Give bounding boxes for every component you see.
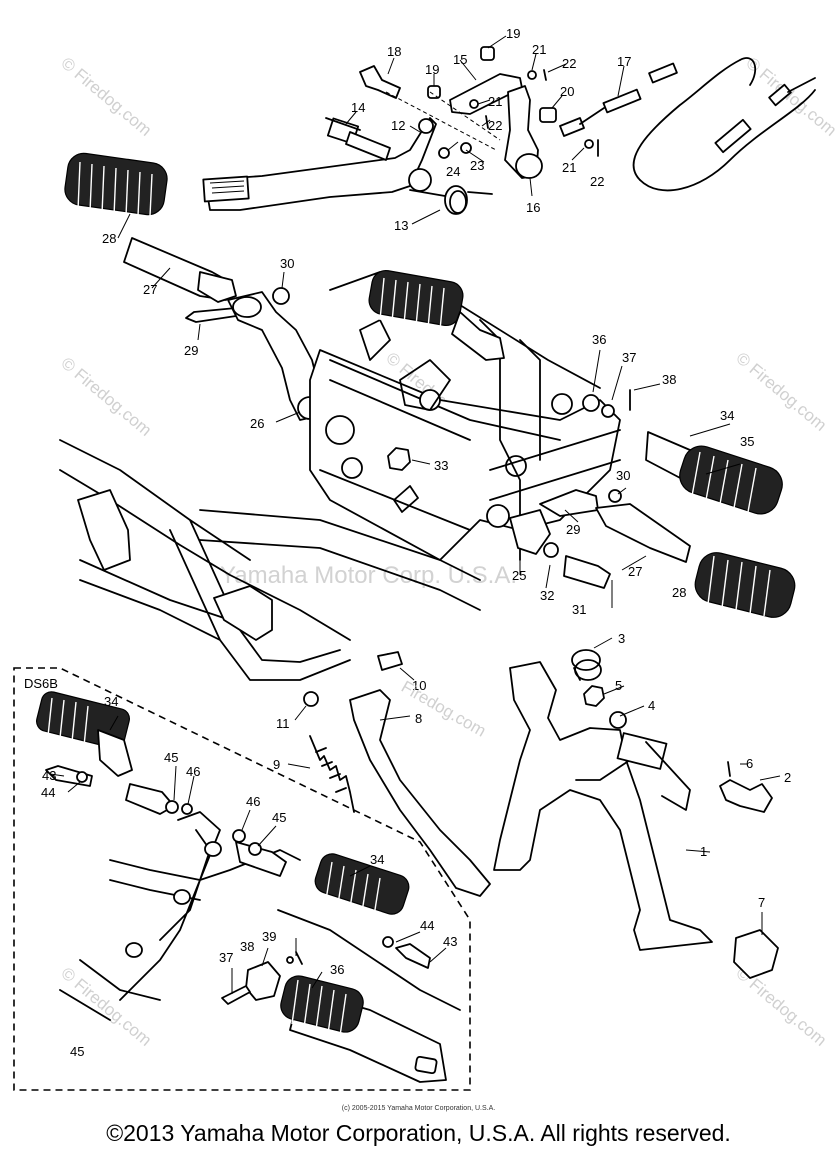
label-32: 32 bbox=[540, 588, 554, 603]
label-8: 8 bbox=[415, 711, 422, 726]
label-22a: 22 bbox=[562, 56, 576, 71]
label-26: 26 bbox=[250, 416, 264, 431]
label-23: 23 bbox=[470, 158, 484, 173]
label-43a: 43 bbox=[42, 768, 56, 783]
label-27b: 27 bbox=[628, 564, 642, 579]
label-29b: 29 bbox=[566, 522, 580, 537]
label-19b: 19 bbox=[506, 26, 520, 41]
rider-footrest-right bbox=[582, 389, 783, 515]
label-11: 11 bbox=[276, 716, 290, 731]
inset-note: 45 bbox=[70, 1044, 84, 1059]
watermark-center: Yamaha Motor Corp. U.S.A. bbox=[220, 562, 517, 589]
leader-lines bbox=[49, 35, 781, 994]
watermark-top-right: © Firedog.com bbox=[742, 54, 837, 140]
label-17: 17 bbox=[617, 54, 631, 69]
label-34c: 34 bbox=[370, 852, 384, 867]
watermark-mid-left: © Firedog.com bbox=[57, 354, 155, 440]
passenger-footrest-right bbox=[509, 489, 796, 618]
label-33: 33 bbox=[434, 458, 448, 473]
label-7: 7 bbox=[758, 895, 765, 910]
label-21a: 21 bbox=[532, 42, 546, 57]
label-19a: 19 bbox=[425, 62, 439, 77]
label-38a: 38 bbox=[662, 372, 676, 387]
label-12: 12 bbox=[391, 118, 405, 133]
label-16: 16 bbox=[526, 200, 540, 215]
label-45a: 45 bbox=[164, 750, 178, 765]
label-34a: 34 bbox=[720, 408, 734, 423]
center-stand bbox=[493, 649, 779, 979]
label-46b: 46 bbox=[246, 794, 260, 809]
label-6: 6 bbox=[746, 756, 753, 771]
label-30b: 30 bbox=[616, 468, 630, 483]
label-27a: 27 bbox=[143, 282, 157, 297]
label-36a: 36 bbox=[592, 332, 606, 347]
label-14: 14 bbox=[351, 100, 365, 115]
watermark-bottom-left: © Firedog.com bbox=[57, 964, 155, 1050]
inset-ds6b bbox=[13, 667, 471, 1091]
label-37b: 37 bbox=[219, 950, 233, 965]
label-44b: 44 bbox=[420, 918, 434, 933]
label-35: 35 bbox=[740, 434, 754, 449]
label-36b: 36 bbox=[330, 962, 344, 977]
label-21b: 21 bbox=[488, 94, 502, 109]
label-29a: 29 bbox=[184, 343, 198, 358]
watermark-inline: Firedog.com bbox=[398, 677, 489, 741]
label-5: 5 bbox=[615, 678, 622, 693]
label-15: 15 bbox=[453, 52, 467, 67]
watermark-mid-right: © Firedog.com bbox=[732, 349, 830, 435]
label-1: 1 bbox=[700, 844, 707, 859]
label-21c: 21 bbox=[562, 160, 576, 175]
label-30a: 30 bbox=[280, 256, 294, 271]
label-34b: 34 bbox=[104, 694, 118, 709]
label-18: 18 bbox=[387, 44, 401, 59]
label-2: 2 bbox=[784, 770, 791, 785]
label-44a: 44 bbox=[41, 785, 55, 800]
side-stand bbox=[303, 651, 491, 897]
label-9: 9 bbox=[273, 757, 280, 772]
rider-footrest-left bbox=[64, 152, 237, 303]
label-45b: 45 bbox=[272, 810, 286, 825]
label-43b: 43 bbox=[443, 934, 457, 949]
label-31: 31 bbox=[572, 602, 586, 617]
label-46a: 46 bbox=[186, 764, 200, 779]
label-13: 13 bbox=[394, 218, 408, 233]
label-24: 24 bbox=[446, 164, 460, 179]
label-25: 25 bbox=[512, 568, 526, 583]
small-copyright: (c) 2005-2015 Yamaha Motor Corporation, … bbox=[341, 1105, 496, 1112]
label-37a: 37 bbox=[622, 350, 636, 365]
copyright-notice: ©2013 Yamaha Motor Corporation, U.S.A. A… bbox=[106, 1120, 731, 1146]
label-4: 4 bbox=[648, 698, 655, 713]
label-22c: 22 bbox=[590, 174, 604, 189]
frame bbox=[59, 269, 621, 681]
label-10: 10 bbox=[412, 678, 426, 693]
footrest-bracket-26 bbox=[227, 291, 323, 421]
label-39: 39 bbox=[262, 929, 276, 944]
label-3: 3 bbox=[618, 631, 625, 646]
label-28b: 28 bbox=[672, 585, 686, 600]
brake-cable bbox=[579, 57, 816, 192]
label-38b: 38 bbox=[240, 939, 254, 954]
label-28a: 28 bbox=[102, 231, 116, 246]
watermark-bottom-right: © Firedog.com bbox=[732, 964, 830, 1050]
watermark-top-left: © Firedog.com bbox=[57, 54, 155, 140]
label-22b: 22 bbox=[488, 118, 502, 133]
label-20: 20 bbox=[560, 84, 574, 99]
inset-title: DS6B bbox=[24, 676, 58, 691]
brake-pedal-assembly bbox=[202, 46, 599, 215]
nut-33 bbox=[387, 447, 411, 471]
